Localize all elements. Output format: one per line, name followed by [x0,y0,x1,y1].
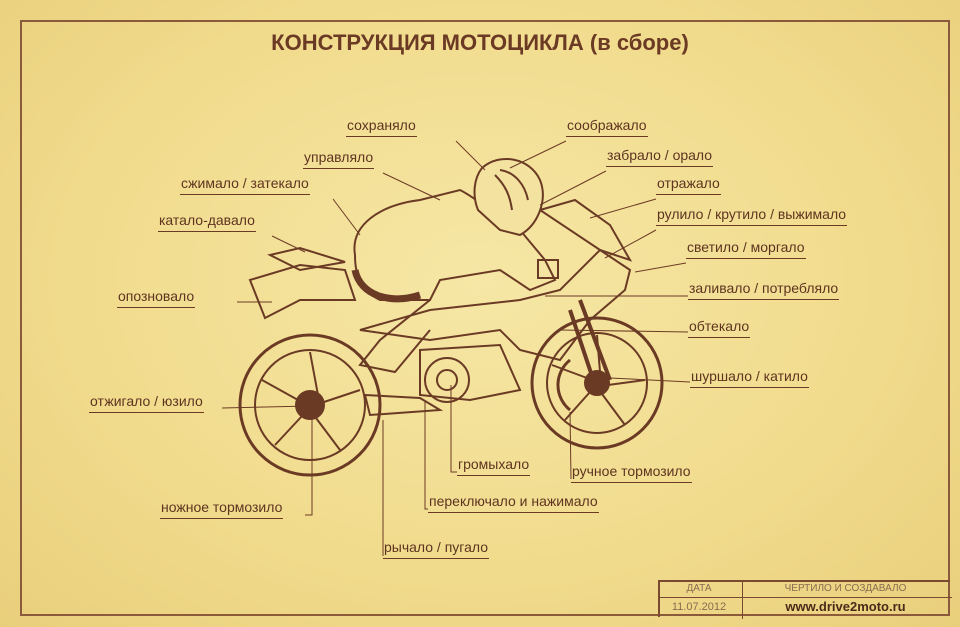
drawing-frame [20,20,950,616]
date-header: ДАТА [686,583,712,594]
label-zabralo: забрало / орало [606,147,714,167]
front-wheel [530,316,664,450]
leader-lines [221,140,691,556]
label-rychalo: рычало / пугало [383,539,489,559]
label-sohranyalo: сохраняло [346,117,417,137]
label-gromyhalo: громыхало [457,456,531,476]
bike-body [248,198,633,417]
label-zalivalo: заливало / потребляло [688,280,840,300]
label-otzhigalo: отжигало / юзило [89,393,204,413]
author-header: ЧЕРТИЛО И СОЗДАВАЛО [784,583,907,594]
label-upravlyalo: управляло [303,149,375,169]
label-shurshalo: шуршало / катило [690,368,809,388]
label-otrazhalo: отражало [656,175,721,195]
label-soobrazhalo: соображало [566,117,648,137]
page-title: КОНСТРУКЦИЯ МОТОЦИКЛА (в сборе) [271,30,689,55]
label-ruchnoe: ручное тормозило [571,463,692,483]
title-block [658,580,952,619]
label-szhimalo: сжимало / затекало [180,175,310,195]
label-katalo: катало-давало [158,212,256,232]
date-value: 11.07.2012 [671,601,727,613]
rider [351,158,559,374]
label-pereklyuchalo: переключало и нажимало [428,493,599,513]
rear-wheel [238,333,382,477]
label-svetilo: светило / моргало [686,239,806,259]
label-rulilo: рулило / крутило / выжимало [656,206,848,226]
label-opoznovalo: опозновало [117,288,196,308]
site-link[interactable]: www.drive2moto.ru [785,599,906,614]
label-obtekalo: обтекало [688,318,751,338]
label-nozhnoe: ножное тормозило [160,499,284,519]
